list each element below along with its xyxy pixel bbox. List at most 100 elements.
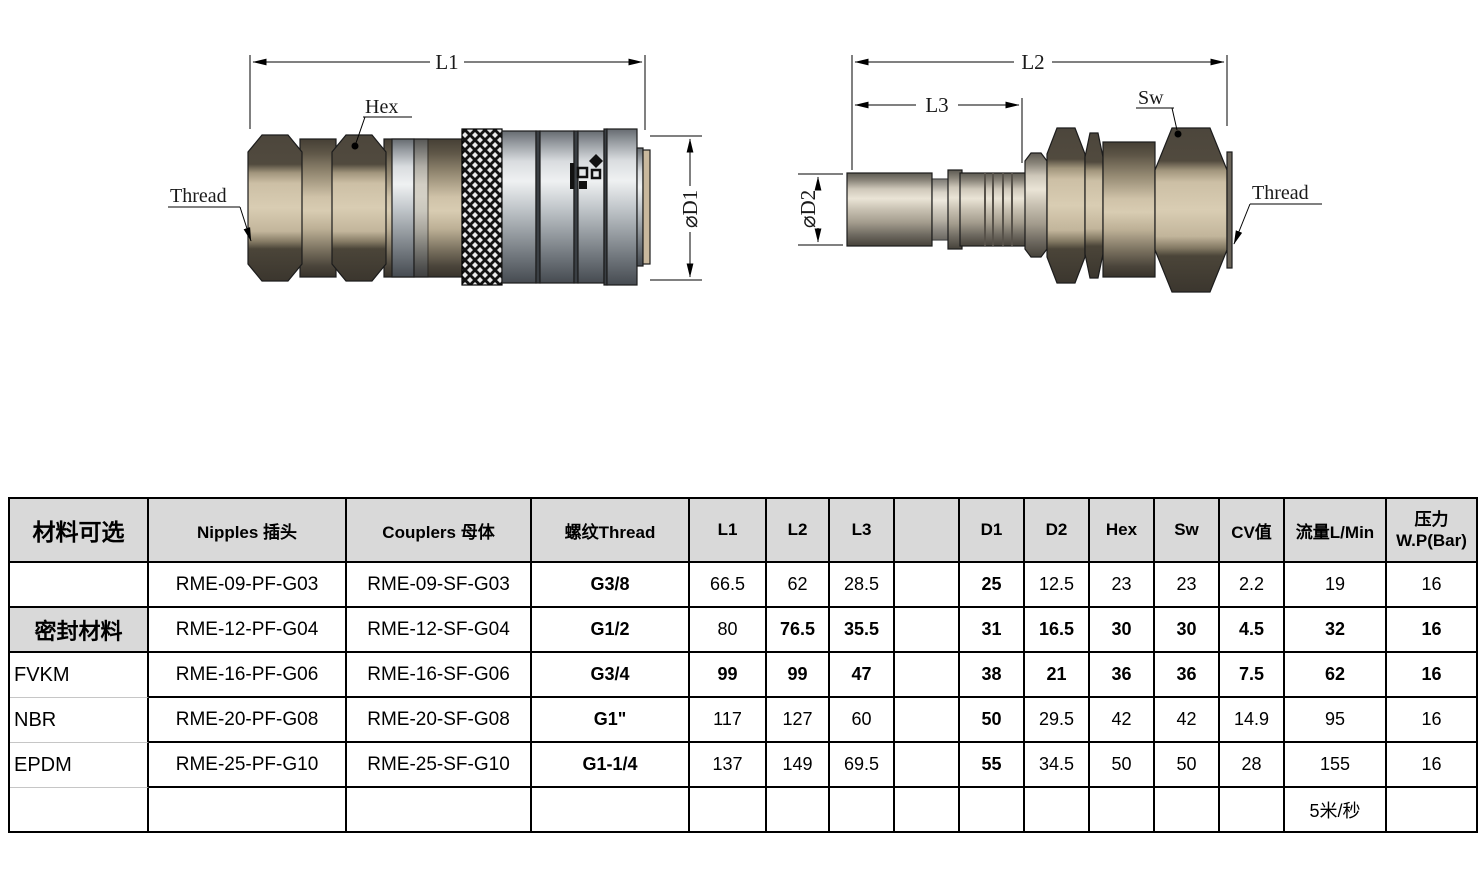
- spec-cell: RME-12-PF-G04: [149, 608, 347, 653]
- spec-cell: 28.5: [830, 563, 895, 608]
- material-cell: FVKM: [10, 653, 149, 698]
- column-header-1: Nipples 插头: [149, 499, 347, 563]
- spec-cell: G1": [532, 698, 690, 743]
- column-header-0: 材料可选: [10, 499, 149, 563]
- material-cell: [10, 563, 149, 608]
- column-header-3: 螺纹Thread: [532, 499, 690, 563]
- dim-d2-label: ⌀D2: [796, 190, 820, 228]
- spec-cell: [1155, 788, 1220, 831]
- spec-cell: 50: [1090, 743, 1155, 788]
- column-header-13: 流量L/Min: [1285, 499, 1387, 563]
- spec-cell: G1-1/4: [532, 743, 690, 788]
- spec-cell: 62: [767, 563, 830, 608]
- spec-cell: RME-12-SF-G04: [347, 608, 532, 653]
- spec-cell: 16.5: [1025, 608, 1090, 653]
- spec-cell: 29.5: [1025, 698, 1090, 743]
- column-header-11: Sw: [1155, 499, 1220, 563]
- column-header-14: 压力 W.P(Bar): [1387, 499, 1476, 563]
- spec-cell: [960, 788, 1025, 831]
- nipple-hex-collar: [1046, 127, 1086, 284]
- spec-cell: [347, 788, 532, 831]
- spec-cell: 47: [830, 653, 895, 698]
- spec-cell: [895, 608, 960, 653]
- spec-cell: [690, 788, 767, 831]
- coupler-thread-label: Thread: [170, 185, 227, 207]
- spec-cell: [532, 788, 690, 831]
- spec-cell: RME-25-SF-G10: [347, 743, 532, 788]
- technical-drawings: L1 ⌀D1 Hex Thread: [168, 50, 1322, 293]
- spec-cell: 16: [1387, 653, 1476, 698]
- spec-cell: 16: [1387, 698, 1476, 743]
- column-header-2: Couplers 母体: [347, 499, 532, 563]
- spec-cell: 42: [1155, 698, 1220, 743]
- spec-cell: 50: [960, 698, 1025, 743]
- nipple-probe: [846, 172, 933, 247]
- spec-cell: 4.5: [1220, 608, 1285, 653]
- spec-cell: 117: [690, 698, 767, 743]
- spec-cell: 155: [1285, 743, 1387, 788]
- spec-cell: 16: [1387, 743, 1476, 788]
- spec-cell: [895, 743, 960, 788]
- table-row: 5米/秒: [10, 788, 1476, 831]
- spec-cell: [895, 698, 960, 743]
- dim-l1-label: L1: [435, 50, 458, 74]
- dim-l3-label: L3: [925, 93, 948, 117]
- hex-callout-dot: [351, 142, 359, 150]
- coupler-body: [247, 128, 651, 286]
- coupler-sleeve: [501, 130, 537, 284]
- spec-cell: 14.9: [1220, 698, 1285, 743]
- coupler-drawing: L1 ⌀D1 Hex Thread: [168, 50, 702, 286]
- column-header-7: [895, 499, 960, 563]
- material-cell: 密封材料: [10, 608, 149, 653]
- spec-cell: 19: [1285, 563, 1387, 608]
- material-cell: [10, 788, 149, 831]
- spec-cell: 127: [767, 698, 830, 743]
- spec-cell: 36: [1155, 653, 1220, 698]
- spec-cell: RME-20-PF-G08: [149, 698, 347, 743]
- sleeve-logo-marks: [570, 154, 603, 189]
- spec-cell: 99: [767, 653, 830, 698]
- spec-cell: 25: [960, 563, 1025, 608]
- spec-cell: 76.5: [767, 608, 830, 653]
- spec-cell: 69.5: [830, 743, 895, 788]
- column-header-8: D1: [960, 499, 1025, 563]
- spec-cell: 30: [1090, 608, 1155, 653]
- spec-cell: 62: [1285, 653, 1387, 698]
- spec-cell: 149: [767, 743, 830, 788]
- dim-l2-label: L2: [1021, 50, 1044, 74]
- column-header-12: CV值: [1220, 499, 1285, 563]
- spec-cell: 99: [690, 653, 767, 698]
- spec-cell: 36: [1090, 653, 1155, 698]
- spec-cell: [1387, 788, 1476, 831]
- spec-cell: G1/2: [532, 608, 690, 653]
- spec-cell: RME-09-PF-G03: [149, 563, 347, 608]
- coupler-hex-nut-1: [247, 134, 303, 282]
- sw-callout-dot: [1174, 130, 1182, 138]
- spec-cell: 31: [960, 608, 1025, 653]
- spec-cell: 50: [1155, 743, 1220, 788]
- spec-cell: 12.5: [1025, 563, 1090, 608]
- spec-cell: 35.5: [830, 608, 895, 653]
- spec-cell: RME-20-SF-G08: [347, 698, 532, 743]
- spec-cell: [895, 788, 960, 831]
- spec-cell: 38: [960, 653, 1025, 698]
- spec-cell: G3/4: [532, 653, 690, 698]
- spec-cell: [1025, 788, 1090, 831]
- spec-cell: 2.2: [1220, 563, 1285, 608]
- column-header-6: L3: [830, 499, 895, 563]
- spec-cell: 66.5: [690, 563, 767, 608]
- spec-cell: 34.5: [1025, 743, 1090, 788]
- spec-cell: [895, 653, 960, 698]
- column-header-9: D2: [1025, 499, 1090, 563]
- material-cell: EPDM: [10, 743, 149, 788]
- dim-d1-label: ⌀D1: [678, 190, 702, 228]
- spec-cell: [1090, 788, 1155, 831]
- spec-cell: [1220, 788, 1285, 831]
- spec-cell: 80: [690, 608, 767, 653]
- spec-cell: 95: [1285, 698, 1387, 743]
